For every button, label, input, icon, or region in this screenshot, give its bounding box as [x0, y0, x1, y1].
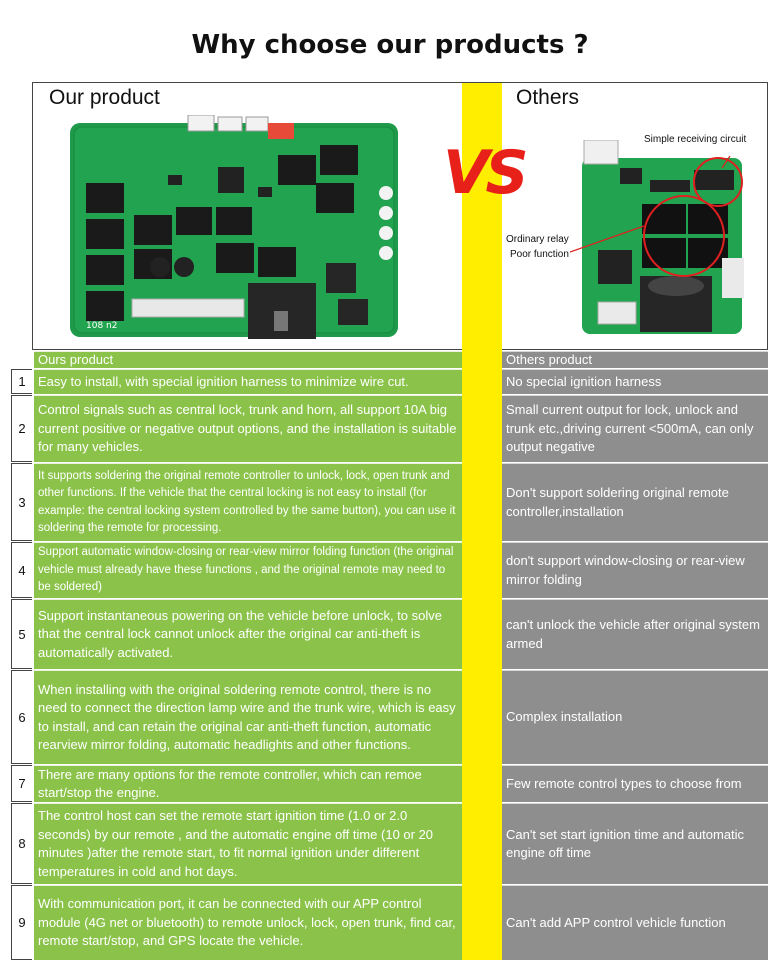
row-number: 5: [11, 599, 32, 669]
row-number: 8: [11, 803, 32, 884]
row-number: 7: [11, 765, 32, 802]
annotation-relay: Ordinary relay: [506, 234, 569, 245]
row-number: 3: [11, 463, 32, 541]
ours-cell: Control signals such as central lock, tr…: [34, 395, 462, 462]
board-print-text: 108 n2: [86, 321, 117, 331]
others-cell: Few remote control types to choose from: [502, 765, 768, 802]
ours-cell: Easy to install, with special ignition h…: [34, 369, 462, 394]
others-cell: can't unlock the vehicle after original …: [502, 599, 768, 669]
ours-cell: It supports soldering the original remot…: [34, 463, 462, 541]
row-number: 6: [11, 670, 32, 764]
ours-cell: There are many options for the remote co…: [34, 765, 462, 802]
our-product-heading: Our product: [49, 86, 160, 109]
ours-cell: Support automatic window-closing or rear…: [34, 542, 462, 598]
others-board-image: [570, 140, 744, 334]
row-number: 9: [11, 885, 32, 960]
row-number: 2: [11, 395, 32, 462]
annotation-receiving: Simple receiving circuit: [644, 134, 747, 145]
comparison-frame: [32, 82, 768, 350]
others-cell: Don't support soldering original remote …: [502, 463, 768, 541]
ours-cell: When installing with the original solder…: [34, 670, 462, 764]
others-cell: Complex installation: [502, 670, 768, 764]
vs-label: VS: [443, 138, 529, 208]
ours-cell: Support instantaneous powering on the ve…: [34, 599, 462, 669]
others-cell: Small current output for lock, unlock an…: [502, 395, 768, 462]
others-cell: Can't set start ignition time and automa…: [502, 803, 768, 884]
divider-bar: [462, 83, 502, 960]
others-header-cell: Others product: [502, 351, 768, 368]
others-cell: No special ignition harness: [502, 369, 768, 394]
others-cell: Can't add APP control vehicle function: [502, 885, 768, 960]
others-cell: don't support window-closing or rear-vie…: [502, 542, 768, 598]
row-number: 4: [11, 542, 32, 598]
ours-cell: The control host can set the remote star…: [34, 803, 462, 884]
ours-header-cell: Ours product: [34, 351, 462, 368]
page-title: Why choose our products ?: [191, 30, 589, 60]
ours-cell: With communication port, it can be conne…: [34, 885, 462, 960]
our-product-board-image: 108 n2: [70, 115, 398, 339]
annotation-poor: Poor function: [510, 249, 569, 260]
row-number: 1: [11, 369, 32, 394]
others-heading: Others: [516, 86, 580, 109]
